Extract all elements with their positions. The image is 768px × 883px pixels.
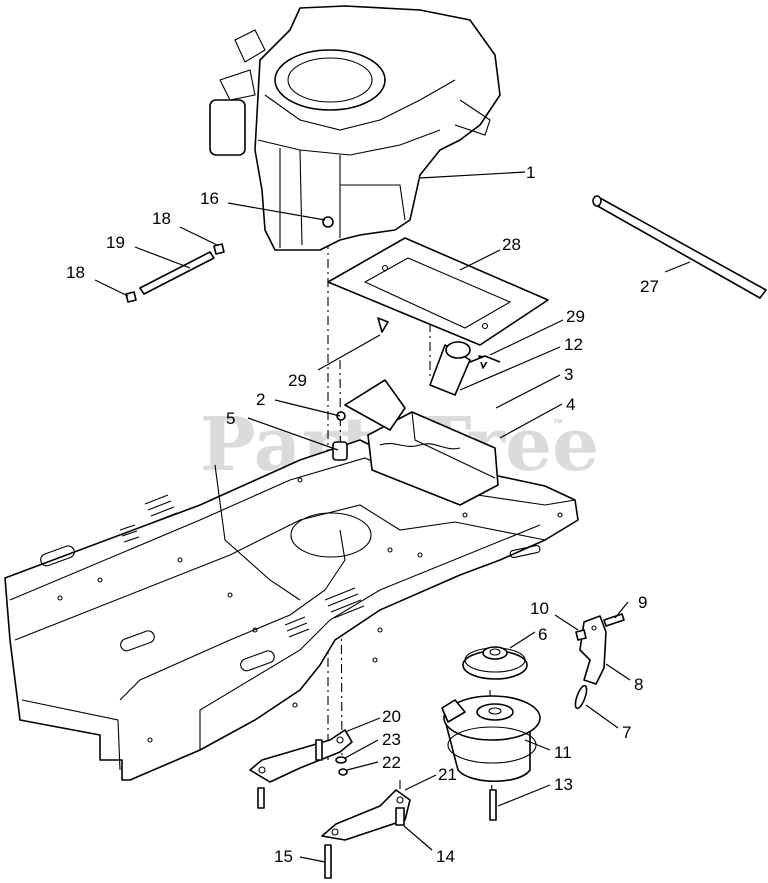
engine-gasket	[327, 237, 549, 369]
engine	[209, 5, 501, 251]
callout-21: 21	[438, 765, 457, 784]
callout-7: 7	[622, 723, 631, 742]
callout-18-lower: 18	[66, 263, 85, 282]
mount-bolt-rear	[395, 807, 405, 826]
exhaust-bolt	[469, 355, 501, 363]
callout-20: 20	[382, 707, 401, 726]
callout-16: 16	[200, 189, 219, 208]
callout-10: 10	[530, 599, 549, 618]
callout-6: 6	[538, 625, 547, 644]
callout-15: 15	[274, 847, 293, 866]
mower-frame	[4, 439, 579, 781]
washer	[336, 411, 346, 421]
callout-13: 13	[554, 775, 573, 794]
callout-19: 19	[106, 233, 125, 252]
muffler	[332, 341, 501, 506]
callout-22: 22	[382, 753, 401, 772]
rubber-mount	[332, 441, 348, 461]
tube	[592, 195, 767, 299]
clutch-bracket	[579, 615, 607, 685]
spacer-plate	[574, 684, 588, 710]
frame-holes	[57, 477, 563, 743]
nut	[338, 768, 348, 776]
callout-9: 9	[638, 593, 647, 612]
bracket-bolt	[603, 613, 625, 627]
pto-clutch	[441, 695, 541, 783]
lock-washer	[335, 756, 347, 764]
callout-29-left: 29	[288, 371, 307, 390]
engine-mount-front	[249, 729, 353, 783]
callout-27: 27	[640, 277, 659, 296]
callout-2: 2	[256, 390, 265, 409]
callout-3: 3	[564, 365, 573, 384]
mount-bolt-long	[324, 844, 332, 879]
callout-labels: 1 2 3 4 5 6 7 8 9 10 11 12 13 14 15 16 1…	[66, 163, 659, 866]
clutch-bolt	[489, 789, 497, 821]
engine-mount-rear	[321, 789, 411, 841]
watermark-trademark: ™	[553, 418, 563, 429]
callout-18-upper: 18	[152, 209, 171, 228]
callout-14: 14	[436, 847, 455, 866]
callout-12: 12	[564, 335, 583, 354]
pulley	[462, 646, 528, 680]
callout-4: 4	[566, 395, 575, 414]
callout-1: 1	[526, 163, 535, 182]
callout-8: 8	[634, 675, 643, 694]
callout-5: 5	[226, 409, 235, 428]
bracket-nut	[575, 629, 587, 641]
threaded-rod	[125, 243, 225, 303]
callout-28: 28	[502, 235, 521, 254]
callout-11: 11	[554, 743, 572, 762]
leader-lines	[94, 171, 691, 863]
callout-29-right: 29	[566, 307, 585, 326]
frame-slots	[40, 494, 541, 672]
fasteners	[257, 739, 497, 879]
callout-23: 23	[382, 730, 401, 749]
